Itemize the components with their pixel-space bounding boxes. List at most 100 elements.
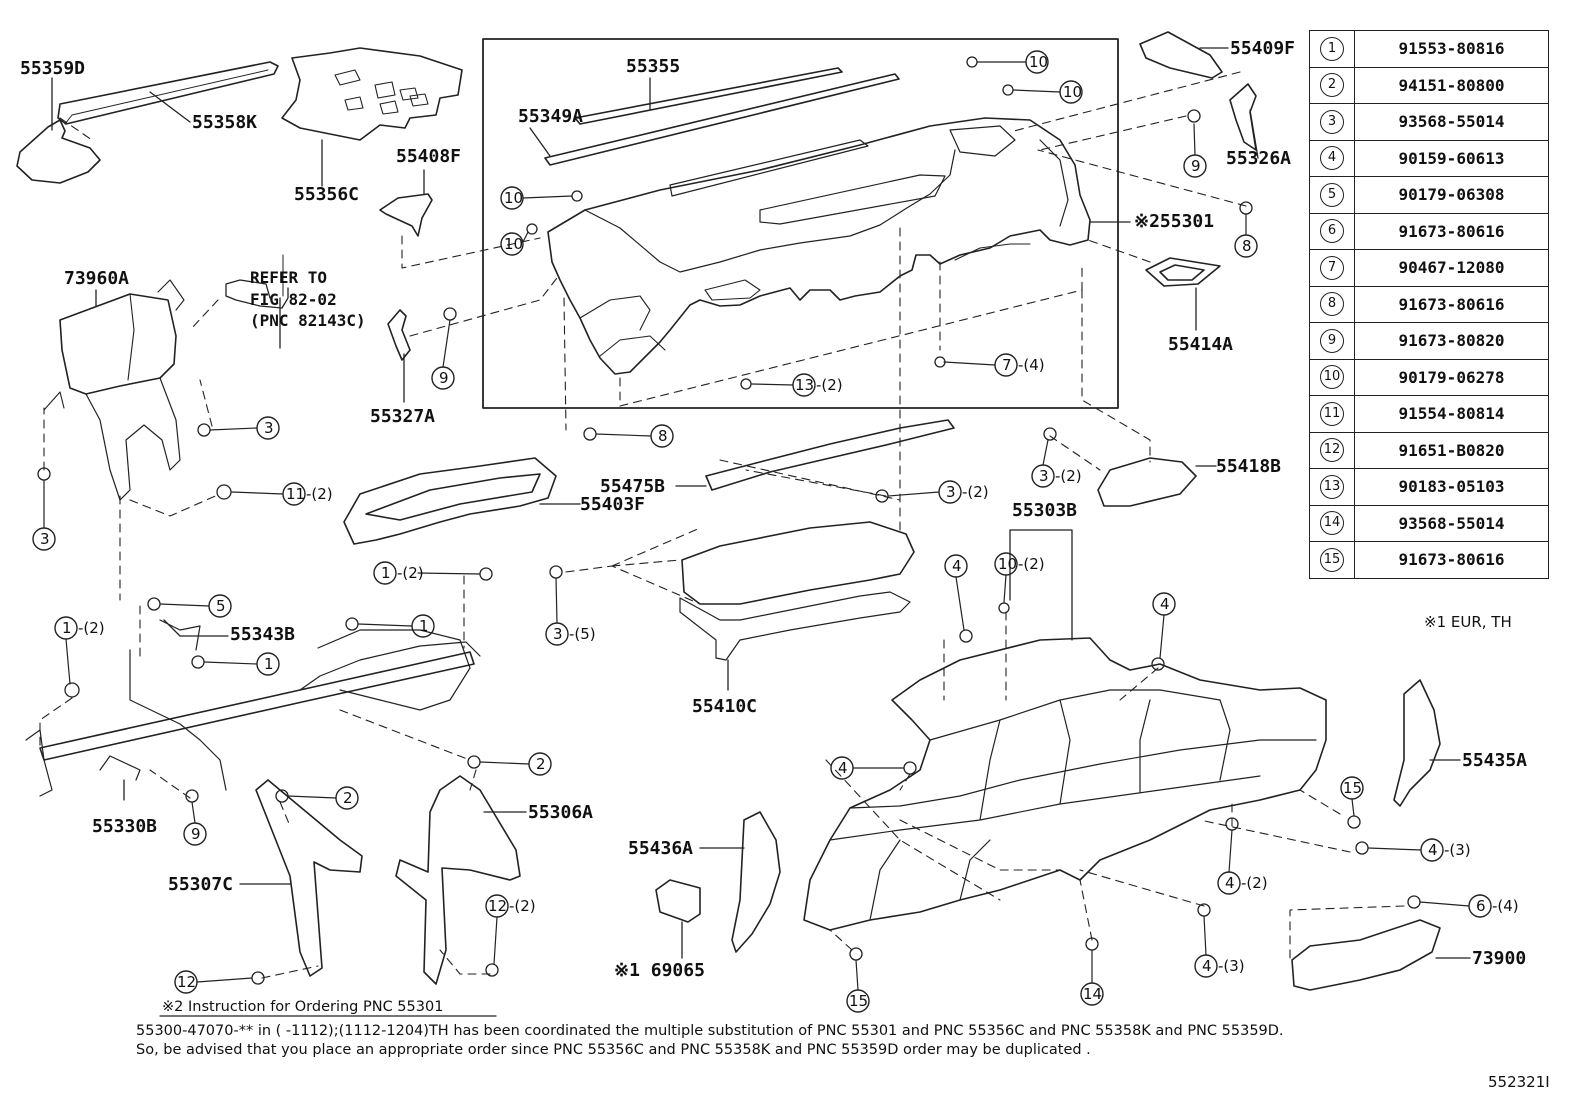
molding-55355-drawing — [574, 67, 843, 125]
region-note: ※1 EUR, TH — [1424, 613, 1512, 631]
brace-55307c-drawing — [255, 779, 363, 977]
callout-13-qty: -(2) — [816, 376, 843, 394]
legend-num: 3 — [1320, 109, 1344, 134]
legend-part: 90159-60613 — [1354, 139, 1549, 177]
legend-part: 90179-06278 — [1354, 358, 1549, 396]
part-label-55414a: 55414A — [1168, 334, 1234, 355]
part-label-55355: 55355 — [626, 56, 681, 77]
legend-num: 15 — [1320, 547, 1344, 572]
legend-part: 91673-80616 — [1354, 285, 1549, 323]
callout-15: 15 — [1343, 779, 1363, 797]
callout-4: 4 — [952, 557, 962, 575]
legend-num: 8 — [1320, 292, 1344, 317]
bar-55475b-drawing — [705, 419, 955, 491]
callout-1: 1 — [264, 655, 274, 673]
callout-9: 9 — [439, 369, 449, 387]
part-label-55330b: 55330B — [92, 816, 158, 837]
callout-10: 10 — [1063, 83, 1083, 101]
part-label-55301: ※255301 — [1134, 211, 1215, 232]
legend-num: 12 — [1320, 438, 1344, 463]
callout-3: 3 — [40, 530, 50, 548]
callout-4-qty: -(2) — [1241, 874, 1268, 892]
callout-2: 2 — [343, 789, 353, 807]
callout-7-qty: -(4) — [1018, 356, 1045, 374]
part-label-55410c: 55410C — [692, 696, 758, 717]
airbag-73900-drawing — [1291, 919, 1441, 991]
callout-10: 10 — [998, 555, 1018, 573]
part-label-55403f: 55403F — [580, 494, 646, 515]
part-label-55435a: 55435A — [1462, 750, 1528, 771]
callout-4: 4 — [1428, 841, 1438, 859]
callout-3-qty: -(2) — [962, 483, 989, 501]
leader-lines — [51, 47, 1471, 959]
part-label-55418b: 55418B — [1216, 456, 1282, 477]
plate-55414a-drawing — [1145, 257, 1221, 287]
callout-11-qty: -(2) — [306, 485, 333, 503]
callout-8: 8 — [658, 427, 668, 445]
legend-row: 1 91553-80816 — [1309, 30, 1549, 68]
legend-num: 2 — [1320, 73, 1344, 98]
legend-num: 9 — [1320, 328, 1344, 353]
trim-55436a-drawing — [731, 811, 781, 953]
part-label-55303b: 55303B — [1012, 500, 1078, 521]
callout-3: 3 — [946, 483, 956, 501]
housing-55410c-drawing — [679, 521, 915, 661]
bracket-55327a-drawing — [387, 309, 411, 361]
part-label-55326a: 55326A — [1226, 148, 1292, 169]
legend-part: 91554-80814 — [1354, 395, 1549, 433]
part-label-73960a: 73960A — [64, 268, 130, 289]
callout-6-qty: -(4) — [1492, 897, 1519, 915]
callout-4: 4 — [1225, 874, 1235, 892]
legend-row: 8 91673-80616 — [1309, 285, 1549, 323]
callout-11: 11 — [286, 485, 306, 503]
callout-5: 5 — [216, 597, 226, 615]
refer-note-line2: FIG 82-02 — [250, 290, 337, 309]
callout-1: 1 — [419, 617, 429, 635]
part-label-55359d: 55359D — [20, 58, 86, 79]
legend-num: 1 — [1320, 36, 1344, 61]
part-label-55349a: 55349A — [518, 106, 584, 127]
part-label-69065: ※1 69065 — [614, 960, 705, 981]
refer-note-line1: REFER TO — [250, 268, 328, 287]
pad-55359d-drawing — [16, 61, 279, 184]
callout-13: 13 — [795, 376, 815, 394]
callout-1-qty: -(2) — [397, 564, 424, 582]
switch-69065-drawing — [655, 879, 701, 923]
callout-1: 1 — [381, 564, 391, 582]
part-label-55307c: 55307C — [168, 874, 234, 895]
harness-drawing — [225, 279, 289, 309]
retainer-55403f-drawing — [343, 457, 557, 545]
callout-12: 12 — [177, 973, 197, 991]
molding-55349a-drawing — [544, 73, 900, 166]
brace-55306a-drawing — [395, 775, 521, 985]
callout-3: 3 — [1039, 467, 1049, 485]
part-label-55358k: 55358K — [192, 112, 258, 133]
assembly-dashed-lines — [39, 71, 1405, 979]
legend-num: 6 — [1320, 219, 1344, 244]
fastener-glyphs — [37, 56, 1421, 985]
callout-12: 12 — [488, 897, 508, 915]
callout-12-qty: -(2) — [509, 897, 536, 915]
pad-55356c-drawing — [281, 47, 463, 141]
part-label-55343b: 55343B — [230, 624, 296, 645]
instrument-panel-drawing — [547, 117, 1091, 375]
callout-3: 3 — [553, 625, 563, 643]
legend-num: 10 — [1320, 365, 1344, 390]
part-label-73900: 73900 — [1472, 948, 1527, 969]
trim-55435a-drawing — [1393, 679, 1441, 807]
footer-line1: 55300-47070-** in ( -1112);(1112-1204)TH… — [136, 1023, 1284, 1039]
legend-part: 91553-80816 — [1354, 30, 1549, 68]
legend-part: 90179-06308 — [1354, 176, 1549, 214]
bracket-55326a-drawing — [1229, 83, 1257, 151]
callout-10: 10 — [1029, 53, 1049, 71]
